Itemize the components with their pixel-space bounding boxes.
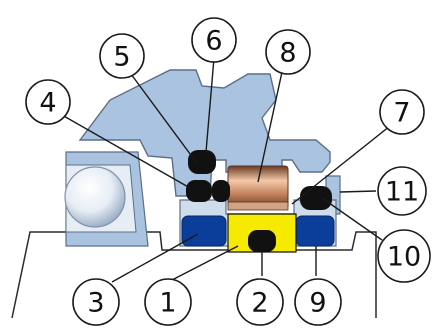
callout-1: 1 xyxy=(144,278,192,326)
blue-ring-9 xyxy=(295,215,335,247)
svg-text:7: 7 xyxy=(393,98,410,129)
svg-text:1: 1 xyxy=(159,288,176,319)
svg-text:5: 5 xyxy=(113,42,130,73)
svg-text:4: 4 xyxy=(39,88,56,119)
svg-text:3: 3 xyxy=(87,288,104,319)
svg-text:10: 10 xyxy=(387,242,421,273)
black-oring-2 xyxy=(248,230,276,252)
callout-11: 11 xyxy=(377,166,427,216)
bronze-bushing-base xyxy=(227,201,289,211)
blue-ring-3 xyxy=(181,215,227,247)
leader-lines xyxy=(61,57,391,283)
black-oring-6 xyxy=(188,150,216,174)
callout-6: 6 xyxy=(191,17,237,63)
black-oring-4 xyxy=(186,180,212,202)
callout-9: 9 xyxy=(294,278,342,326)
callout-8: 8 xyxy=(265,29,311,75)
svg-text:6: 6 xyxy=(205,26,222,57)
svg-text:9: 9 xyxy=(309,288,326,319)
bearing-ball xyxy=(64,166,126,228)
svg-text:11: 11 xyxy=(385,177,419,208)
svg-text:2: 2 xyxy=(251,288,268,319)
svg-text:8: 8 xyxy=(279,38,296,69)
black-oring-5 xyxy=(212,180,230,202)
callout-7: 7 xyxy=(379,89,425,135)
black-oring-10 xyxy=(300,186,332,210)
callout-10: 10 xyxy=(377,229,431,283)
callout-5: 5 xyxy=(99,33,145,79)
callout-2: 2 xyxy=(236,278,284,326)
callout-3: 3 xyxy=(72,278,120,326)
callout-4: 4 xyxy=(25,79,71,125)
